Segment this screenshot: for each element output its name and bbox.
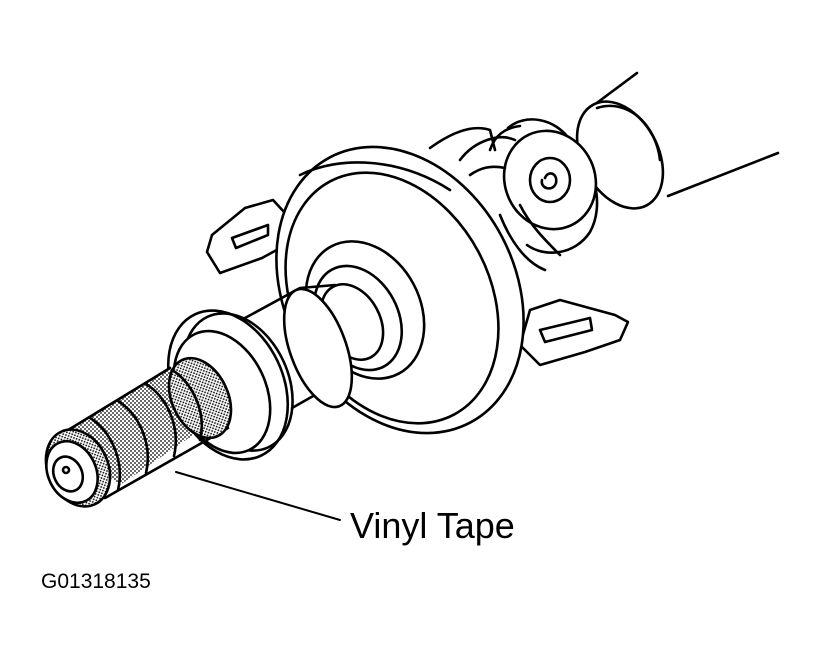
bearing-bracket <box>205 126 630 367</box>
spline-end <box>44 428 112 508</box>
shaft-tube <box>575 71 780 210</box>
figure-id: G01318135 <box>41 570 151 593</box>
vinyl-tape-label: Vinyl Tape <box>350 505 515 546</box>
callout-leader-line <box>175 471 341 521</box>
universal-joint <box>458 118 599 272</box>
shaft-stub <box>243 283 354 410</box>
